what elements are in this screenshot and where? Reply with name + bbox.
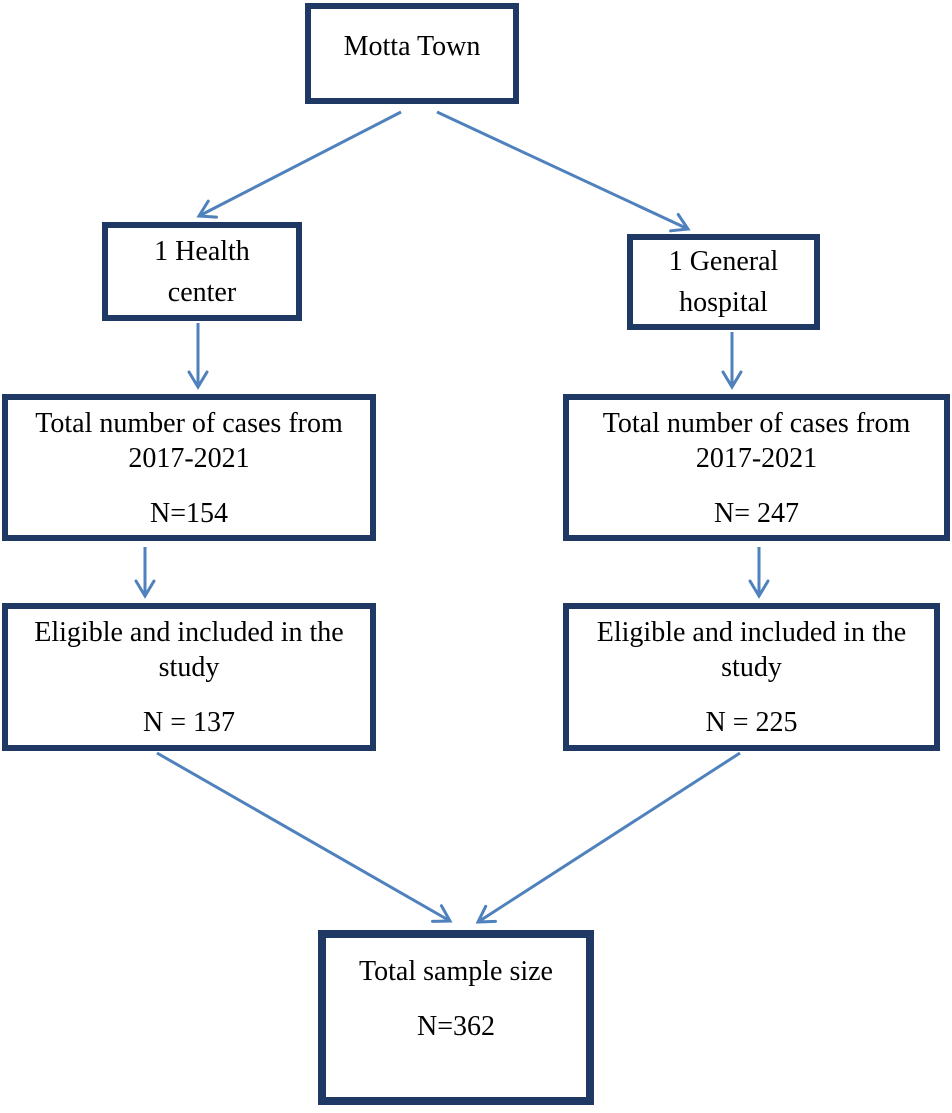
- node-general-hospital: 1 General hospital: [627, 234, 820, 330]
- node-total-sample-size-n: N=362: [416, 1011, 495, 1042]
- node-cases-hospital-label: Total number of cases from 2017-2021: [602, 408, 911, 474]
- arrow-root-to-health-center: [196, 110, 402, 219]
- node-motta-town: Motta Town: [305, 3, 519, 104]
- node-eligible-health-center-n: N = 137: [142, 707, 235, 738]
- arrow-eligible-left-to-total: [156, 751, 453, 923]
- node-motta-town-label: Motta Town: [343, 31, 481, 62]
- node-health-center: 1 Health center: [102, 222, 302, 321]
- arrow-eligible-right-to-total: [475, 751, 741, 924]
- node-health-center-label: 1 Health center: [154, 235, 250, 308]
- node-cases-health-center-n: N=154: [149, 498, 228, 529]
- node-eligible-hospital: Eligible and included in the study N = 2…: [563, 603, 940, 751]
- node-cases-health-center-label: Total number of cases from 2017-2021: [35, 408, 343, 474]
- node-eligible-health-center-label: Eligible and included in the study: [34, 617, 344, 683]
- node-eligible-health-center: Eligible and included in the study N = 1…: [2, 603, 376, 751]
- node-eligible-hospital-n: N = 225: [705, 707, 798, 738]
- node-general-hospital-label: 1 General hospital: [668, 246, 779, 318]
- arrow-root-to-general-hospital: [436, 110, 691, 233]
- node-cases-hospital: Total number of cases from 2017-2021 N= …: [563, 394, 950, 541]
- node-total-sample-size-label: Total sample size: [359, 956, 553, 987]
- node-cases-hospital-n: N= 247: [713, 498, 799, 529]
- node-cases-health-center: Total number of cases from 2017-2021 N=1…: [2, 394, 376, 541]
- node-total-sample-size: Total sample size N=362: [318, 930, 594, 1105]
- node-eligible-hospital-label: Eligible and included in the study: [596, 617, 907, 683]
